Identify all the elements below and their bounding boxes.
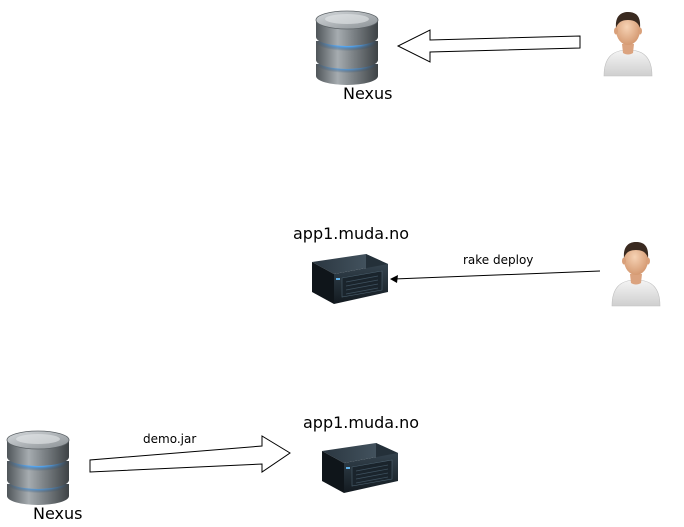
arrow-label: rake deploy <box>463 253 534 267</box>
nexus-label: Nexus <box>33 504 83 523</box>
nexus-label: Nexus <box>343 84 393 103</box>
hollow-arrow-left <box>396 29 581 63</box>
server-icon <box>306 252 390 308</box>
arrow-label: demo.jar <box>143 432 197 446</box>
server-label: app1.muda.no <box>293 224 410 243</box>
hollow-arrow-right <box>89 435 291 473</box>
server-label: app1.muda.no <box>303 413 420 432</box>
nexus-database-icon <box>312 8 382 88</box>
thin-arrow-left <box>390 270 601 283</box>
server-icon <box>316 441 400 497</box>
user-icon <box>606 236 666 308</box>
nexus-database-icon <box>3 428 73 508</box>
user-icon <box>598 6 658 78</box>
